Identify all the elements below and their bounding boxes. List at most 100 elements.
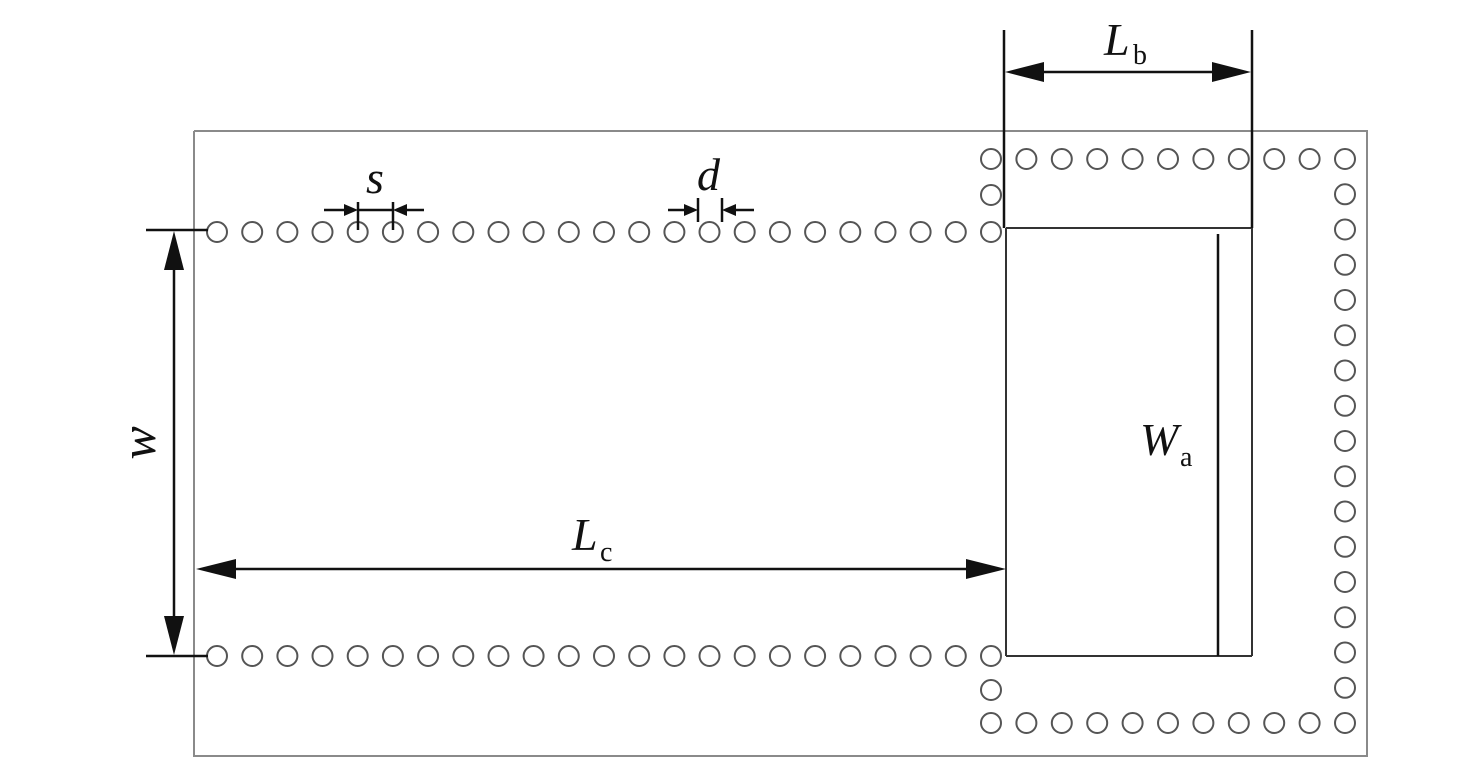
via-hole [593,645,615,667]
via-hole [1334,500,1356,523]
via-hole [980,712,1002,734]
via-hole [522,645,545,667]
via-hole [1121,712,1144,734]
via-row-cavity [980,148,1356,734]
via-hole [487,221,510,243]
via-hole [980,645,1002,667]
via-hole [1121,148,1144,170]
s-arrow-left [344,204,358,216]
w-label: w [110,426,166,459]
via-hole [311,645,334,667]
w-arrow-top [164,231,184,270]
via-hole [874,221,897,243]
via-hole [1192,712,1215,734]
via-hole [276,645,299,667]
lc-arrow-left [196,559,236,579]
via-hole [1334,148,1356,170]
via-hole [593,221,615,243]
wa-subscript: a [1180,442,1193,473]
via-hole [768,221,791,243]
via-hole [522,221,545,243]
lc-arrow-right [966,559,1006,579]
via-hole [698,645,721,667]
w-arrow-bottom [164,616,184,655]
via-hole [452,645,475,667]
via-hole [944,221,967,243]
via-row-top [206,221,1002,243]
via-hole [1298,148,1321,170]
via-hole [241,221,264,243]
via-hole [768,645,791,667]
via-hole [1334,359,1356,382]
via-hole [417,221,440,243]
via-hole [839,645,862,667]
wa-label: W [1140,414,1182,465]
via-hole [1263,712,1286,734]
via-hole [663,645,686,667]
via-hole [1334,676,1356,699]
via-hole [980,221,1002,243]
via-hole [206,645,228,667]
via-hole [628,221,651,243]
via-hole [663,221,686,243]
via-hole [804,221,827,243]
lc-label: L [571,509,598,560]
via-hole [804,645,827,667]
via-hole [1227,712,1250,734]
via-hole [1334,253,1356,276]
via-hole [874,645,897,667]
via-hole [980,148,1002,170]
via-hole [1227,148,1250,170]
substrate-outline [193,130,1368,757]
via-hole [1334,324,1356,347]
via-hole [1050,712,1073,734]
lb-subscript: b [1133,40,1147,71]
via-hole [1334,289,1356,311]
via-hole [733,221,756,243]
via-hole [1263,148,1286,170]
via-hole [557,221,580,243]
via-hole [1157,712,1179,734]
via-hole [557,645,580,667]
via-hole [1192,148,1215,170]
via-hole [1334,712,1356,734]
via-hole [346,645,369,667]
via-hole [1334,465,1356,488]
lc-subscript: c [600,537,612,568]
lb-arrow-right [1212,62,1251,82]
via-hole [1015,148,1038,170]
via-hole [206,221,228,243]
via-hole [311,221,334,243]
via-hole [980,184,1002,206]
via-hole [1086,148,1109,170]
via-hole [1050,148,1073,170]
via-hole [1157,148,1179,170]
s-label: s [366,152,384,203]
via-hole [1015,712,1038,734]
via-hole [1334,183,1356,206]
via-hole [1334,535,1356,558]
via-hole [1334,430,1356,452]
via-hole [839,221,862,243]
via-hole [1086,712,1109,734]
via-hole [909,645,932,667]
via-hole [241,645,264,667]
via-hole [1298,712,1321,734]
via-hole [276,221,299,243]
lb-label: L [1103,14,1130,65]
d-label: d [697,149,721,200]
via-hole [628,645,651,667]
via-hole [452,221,475,243]
via-hole [1334,394,1356,417]
lb-arrow-left [1005,62,1044,82]
via-hole [733,645,756,667]
via-hole [381,645,404,667]
d-arrow-left [684,204,698,216]
via-row-bottom [206,645,1002,667]
via-hole [1334,606,1356,629]
via-hole [1334,571,1356,593]
via-hole [417,645,440,667]
via-hole [944,645,967,667]
via-hole [1334,218,1356,241]
